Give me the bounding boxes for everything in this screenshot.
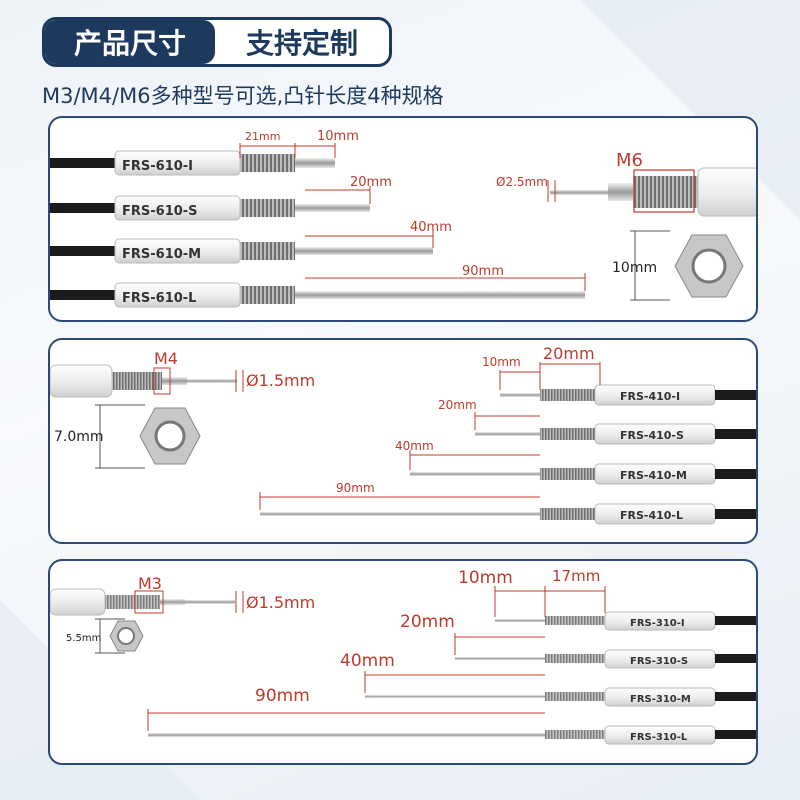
- model-label-610-s: FRS-610-S: [122, 204, 198, 219]
- m6-thread-label: M6: [616, 150, 643, 171]
- title-product-size: 产品尺寸: [45, 20, 215, 64]
- m6-nut: 10mm: [612, 230, 744, 301]
- m4-detail: M4 Ø1.5mm: [50, 349, 315, 398]
- model-label-410-i: FRS-410-I: [620, 390, 680, 403]
- sensor-row-610-m: FRS-610-M: [50, 238, 433, 264]
- m4-nut-size: 7.0mm: [54, 429, 104, 445]
- panel-m4-sensors: M4 Ø1.5mm 7.0mm FRS-410-I FRS-410-S: [48, 338, 758, 544]
- m3-diameter: Ø1.5mm: [246, 593, 315, 612]
- dim-410-s: 20mm: [438, 398, 477, 412]
- m3-thread-label: M3: [138, 574, 162, 593]
- m4-thread-label: M4: [154, 349, 178, 368]
- sensor-row-410-s: FRS-410-S: [475, 423, 756, 445]
- m3-nut-size: 5.5mm: [66, 633, 101, 644]
- sensor-row-310-s: FRS-310-S: [455, 649, 756, 669]
- dim-310-l: 90mm: [255, 686, 310, 706]
- model-label-410-l: FRS-410-L: [620, 509, 683, 522]
- dim-410-i: 10mm: [482, 355, 521, 369]
- m4-nut: 7.0mm: [54, 404, 201, 469]
- model-label-410-m: FRS-410-M: [620, 469, 687, 482]
- sensor-row-410-l: FRS-410-L: [260, 503, 756, 525]
- sensor-row-310-l: FRS-310-L: [148, 725, 756, 745]
- m4-diameter: Ø1.5mm: [246, 371, 315, 390]
- model-label-610-m: FRS-610-M: [122, 247, 201, 262]
- dim-610-s: 20mm: [350, 175, 392, 190]
- dim-310-i: 10mm: [458, 568, 513, 588]
- sensor-row-410-m: FRS-410-M: [410, 463, 756, 485]
- dim-410-thread: 20mm: [543, 344, 595, 363]
- dim-310-s: 20mm: [400, 612, 455, 632]
- sensor-row-610-i: FRS-610-I: [50, 150, 335, 176]
- dim-310-thread: 17mm: [552, 567, 600, 585]
- model-label-610-l: FRS-610-L: [122, 291, 196, 306]
- m3-nut: 5.5mm: [66, 618, 144, 654]
- dim-410-l: 90mm: [336, 481, 375, 495]
- sensor-row-610-l: FRS-610-L: [50, 282, 585, 308]
- model-label-410-s: FRS-410-S: [620, 429, 684, 442]
- model-label-610-i: FRS-610-I: [122, 159, 193, 174]
- dim-610-tip: 10mm: [317, 129, 359, 144]
- title-customizable: 支持定制: [245, 27, 358, 60]
- m3-detail: M3 Ø1.5mm: [50, 574, 315, 616]
- title-banner: 产品尺寸 支持定制: [42, 17, 392, 67]
- model-label-310-l: FRS-310-L: [630, 732, 688, 743]
- dim-410-m: 40mm: [395, 439, 434, 453]
- dim-610-l: 90mm: [462, 264, 504, 279]
- subtitle: M3/M4/M6多种型号可选,凸针长度4种规格: [42, 84, 444, 108]
- sensor-row-610-s: FRS-610-S: [50, 195, 370, 221]
- sensor-row-310-i: FRS-310-I: [495, 611, 756, 631]
- m6-nut-size: 10mm: [612, 260, 657, 276]
- panel-m3-sensors: M3 Ø1.5mm 5.5mm FRS-310-I FRS-310-S: [48, 559, 758, 765]
- m6-diameter: Ø2.5mm: [496, 175, 548, 189]
- m6-detail: M6 Ø2.5mm: [496, 150, 756, 217]
- model-label-310-i: FRS-310-I: [630, 618, 685, 629]
- dim-310-m: 40mm: [340, 651, 395, 671]
- sensor-row-310-m: FRS-310-M: [365, 687, 756, 707]
- panel-m6-sensors: FRS-610-I FRS-610-S FRS-610-M FRS-610-L: [48, 116, 758, 322]
- sensor-row-410-i: FRS-410-I: [500, 384, 756, 406]
- model-label-310-m: FRS-310-M: [630, 694, 691, 705]
- dim-610-thread: 21mm: [245, 130, 280, 143]
- model-label-310-s: FRS-310-S: [630, 656, 688, 667]
- dim-610-m: 40mm: [410, 220, 452, 235]
